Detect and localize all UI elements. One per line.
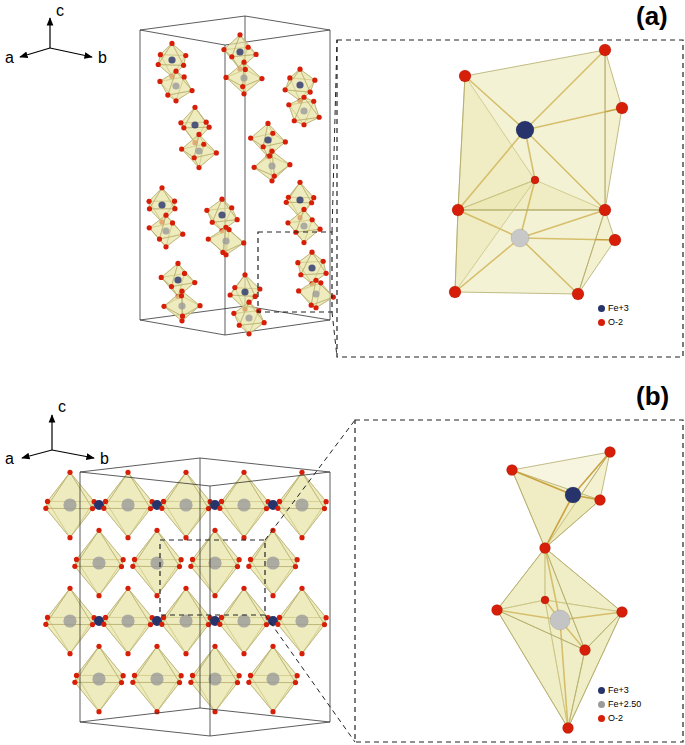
- legend-swatch: [598, 319, 605, 326]
- legend-swatch: [598, 687, 605, 694]
- octahedron: [295, 250, 328, 287]
- octahedron: [246, 644, 299, 714]
- legend-entry: Fe+3: [598, 686, 629, 696]
- octahedron: [252, 149, 293, 184]
- legend-text: Fe+2.50: [608, 700, 641, 710]
- axis-triad: [22, 415, 94, 458]
- octahedron: [248, 121, 288, 159]
- axis-label: b: [100, 450, 109, 468]
- octahedron: [223, 60, 264, 97]
- octahedron: [43, 470, 96, 540]
- octahedron: [159, 470, 212, 540]
- legend-text: O-2: [608, 318, 623, 328]
- legend-swatch: [598, 715, 605, 722]
- octahedron: [101, 586, 154, 656]
- legend-text: Fe+3: [608, 686, 629, 696]
- octahedron: [157, 69, 194, 104]
- axis-label: c: [56, 2, 64, 20]
- octahedron: [296, 278, 336, 311]
- legend-swatch: [598, 305, 605, 312]
- octahedron: [159, 261, 198, 299]
- axis-label: c: [58, 398, 66, 416]
- inset-b: [492, 447, 628, 734]
- octahedron: [43, 586, 96, 656]
- structure-b: [43, 420, 683, 742]
- octahedron: [179, 132, 219, 170]
- axis-label: b: [98, 49, 107, 67]
- axis-label: a: [5, 450, 14, 468]
- axis-triad: [20, 18, 92, 57]
- octahedron: [101, 470, 154, 540]
- legend-entry: Fe+3: [598, 304, 629, 314]
- octahedron: [147, 213, 186, 250]
- octahedron: [130, 528, 183, 598]
- panel-letter: (a): [636, 2, 668, 31]
- octahedron: [246, 528, 299, 598]
- octahedron: [188, 528, 241, 598]
- octahedron: [161, 289, 202, 324]
- legend-entry: O-2: [598, 318, 623, 328]
- octahedron: [206, 225, 247, 258]
- octahedron: [283, 67, 318, 104]
- legend-swatch: [598, 701, 605, 708]
- octahedron: [130, 644, 183, 714]
- legend-text: Fe+3: [608, 304, 629, 314]
- octahedron: [217, 470, 270, 540]
- inset-a: [449, 44, 628, 300]
- axis-label: a: [5, 49, 14, 67]
- legend-text: O-2: [608, 714, 623, 724]
- octahedron: [286, 95, 321, 128]
- legend-entry: O-2: [598, 714, 623, 724]
- octahedron: [188, 644, 241, 714]
- octahedron: [159, 586, 212, 656]
- octahedron: [285, 207, 322, 245]
- octahedron: [231, 300, 266, 337]
- octahedron: [275, 470, 328, 540]
- structure-a: [140, 16, 683, 357]
- octahedron: [217, 586, 270, 656]
- legend-entry: Fe+2.50: [598, 700, 641, 710]
- octahedron: [275, 586, 328, 656]
- panel-letter: (b): [636, 382, 669, 411]
- octahedron: [204, 197, 239, 234]
